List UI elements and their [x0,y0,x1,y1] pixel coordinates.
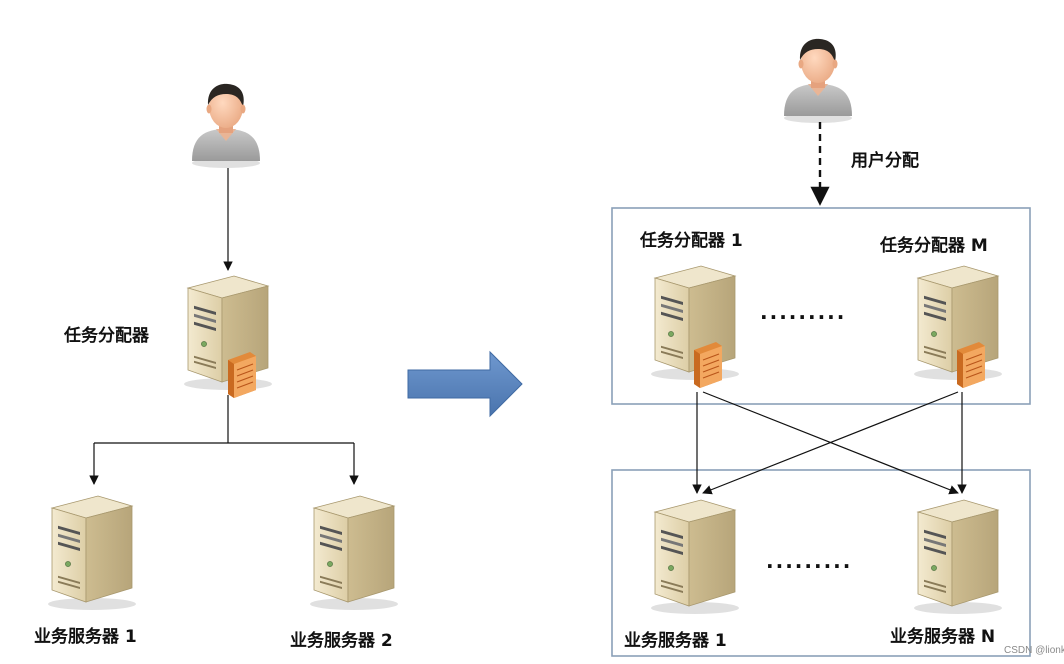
right-user-icon [784,38,852,123]
right-serverN-icon [913,499,1003,615]
dispatcher-group-box [611,207,1031,405]
left-user-icon [192,83,260,168]
user-assign-label: 用户分配 [851,151,919,171]
left-server2-icon [309,495,399,611]
left-server1-label: 业务服务器 1 [34,627,137,647]
left-server1-icon [47,495,137,611]
dispatcher1-label: 任务分配器 1 [640,231,743,251]
watermark: CSDN @lionk [1004,645,1064,656]
arrow-right-icon [407,350,523,418]
dispatcherM-component-icon [956,341,986,389]
left-dispatcher-component-icon [227,351,257,399]
dispatcherM-label: 任务分配器 M [880,236,988,256]
dispatcher-ellipsis: ········· [760,305,847,329]
left-dispatcher-label: 任务分配器 [64,326,149,346]
dispatcher1-component-icon [693,341,723,389]
right-server1-icon [650,499,740,615]
right-server1-label: 业务服务器 1 [624,631,727,651]
dM-to-s1-arrow [702,391,959,495]
left-server2-label: 业务服务器 2 [290,631,393,651]
server-ellipsis: ········· [766,554,853,578]
right-serverN-label: 业务服务器 N [890,627,996,647]
server-group-box [611,469,1031,657]
